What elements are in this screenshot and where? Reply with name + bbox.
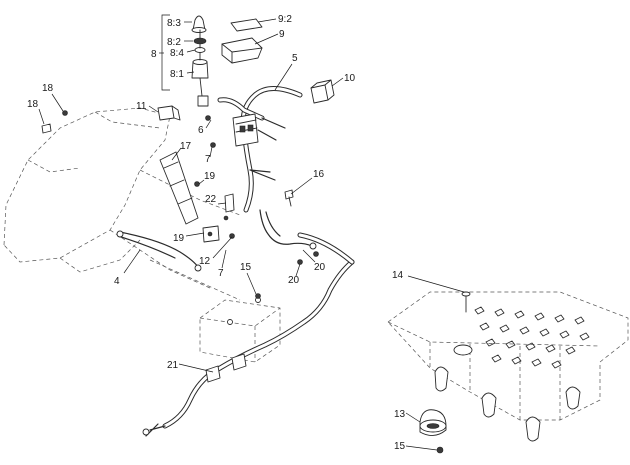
callout-14: 14 [392,270,404,281]
callout-21: 21 [167,360,179,371]
callout-7-a: 7 [205,154,211,165]
leader-lines [38,18,465,451]
callout-9: 9 [279,29,285,40]
part-8-switch-assembly [191,15,209,107]
callout-19-a: 19 [204,171,216,182]
callout-16: 16 [313,169,325,180]
callout-7-b: 7 [218,268,224,279]
callout-4: 4 [114,276,120,287]
callout-13: 13 [394,409,406,420]
part-21-long-cable [142,232,355,437]
callout-12: 12 [199,256,211,267]
callout-11: 11 [136,101,147,112]
part-14-screw [461,291,471,313]
deck-feet [434,366,581,442]
callout-9-2: 9:2 [278,14,292,25]
callout-20-a: 20 [314,262,326,273]
part-17-bracket [159,151,199,225]
deck-slots [474,306,590,369]
part-11-connector [157,105,181,121]
callout-8: 8 [151,49,157,60]
callout-6: 6 [198,125,204,136]
callout-19-b: 19 [173,233,185,244]
callout-15-b: 15 [394,441,406,452]
deck-platform [387,291,629,442]
callout-18-b: 18 [27,99,39,110]
group-8-bracket [161,14,170,91]
part-9-cover [221,18,263,64]
callout-20-b: 20 [288,275,300,286]
part-20-wires [259,209,317,250]
part-5-wire-harness [217,86,303,213]
battery [199,297,281,363]
callout-8-1: 8:1 [170,69,184,80]
callout-18-a: 18 [42,83,54,94]
callout-5: 5 [292,53,298,64]
callout-15-a: 15 [240,262,252,273]
part-13-horn [419,409,447,436]
callout-10: 10 [344,73,356,84]
callout-8-3: 8:3 [167,18,181,29]
part-15-nut-upper [255,293,261,299]
callout-17: 17 [180,141,192,152]
frame-plate [3,107,241,301]
fasteners [41,110,319,265]
callout-labels: 8:3 9:2 8:2 9 8 8:4 5 8:1 10 18 18 11 6 … [27,14,406,452]
part-16-bolt [284,189,294,207]
callout-22: 22 [205,194,217,205]
callout-8-4: 8:4 [170,48,184,59]
part-4-cable [116,230,202,272]
part-10-relay [310,79,335,104]
part-22-12-hardware [202,193,235,243]
part-15-nut-lower [436,446,444,454]
callout-8-2: 8:2 [167,37,181,48]
